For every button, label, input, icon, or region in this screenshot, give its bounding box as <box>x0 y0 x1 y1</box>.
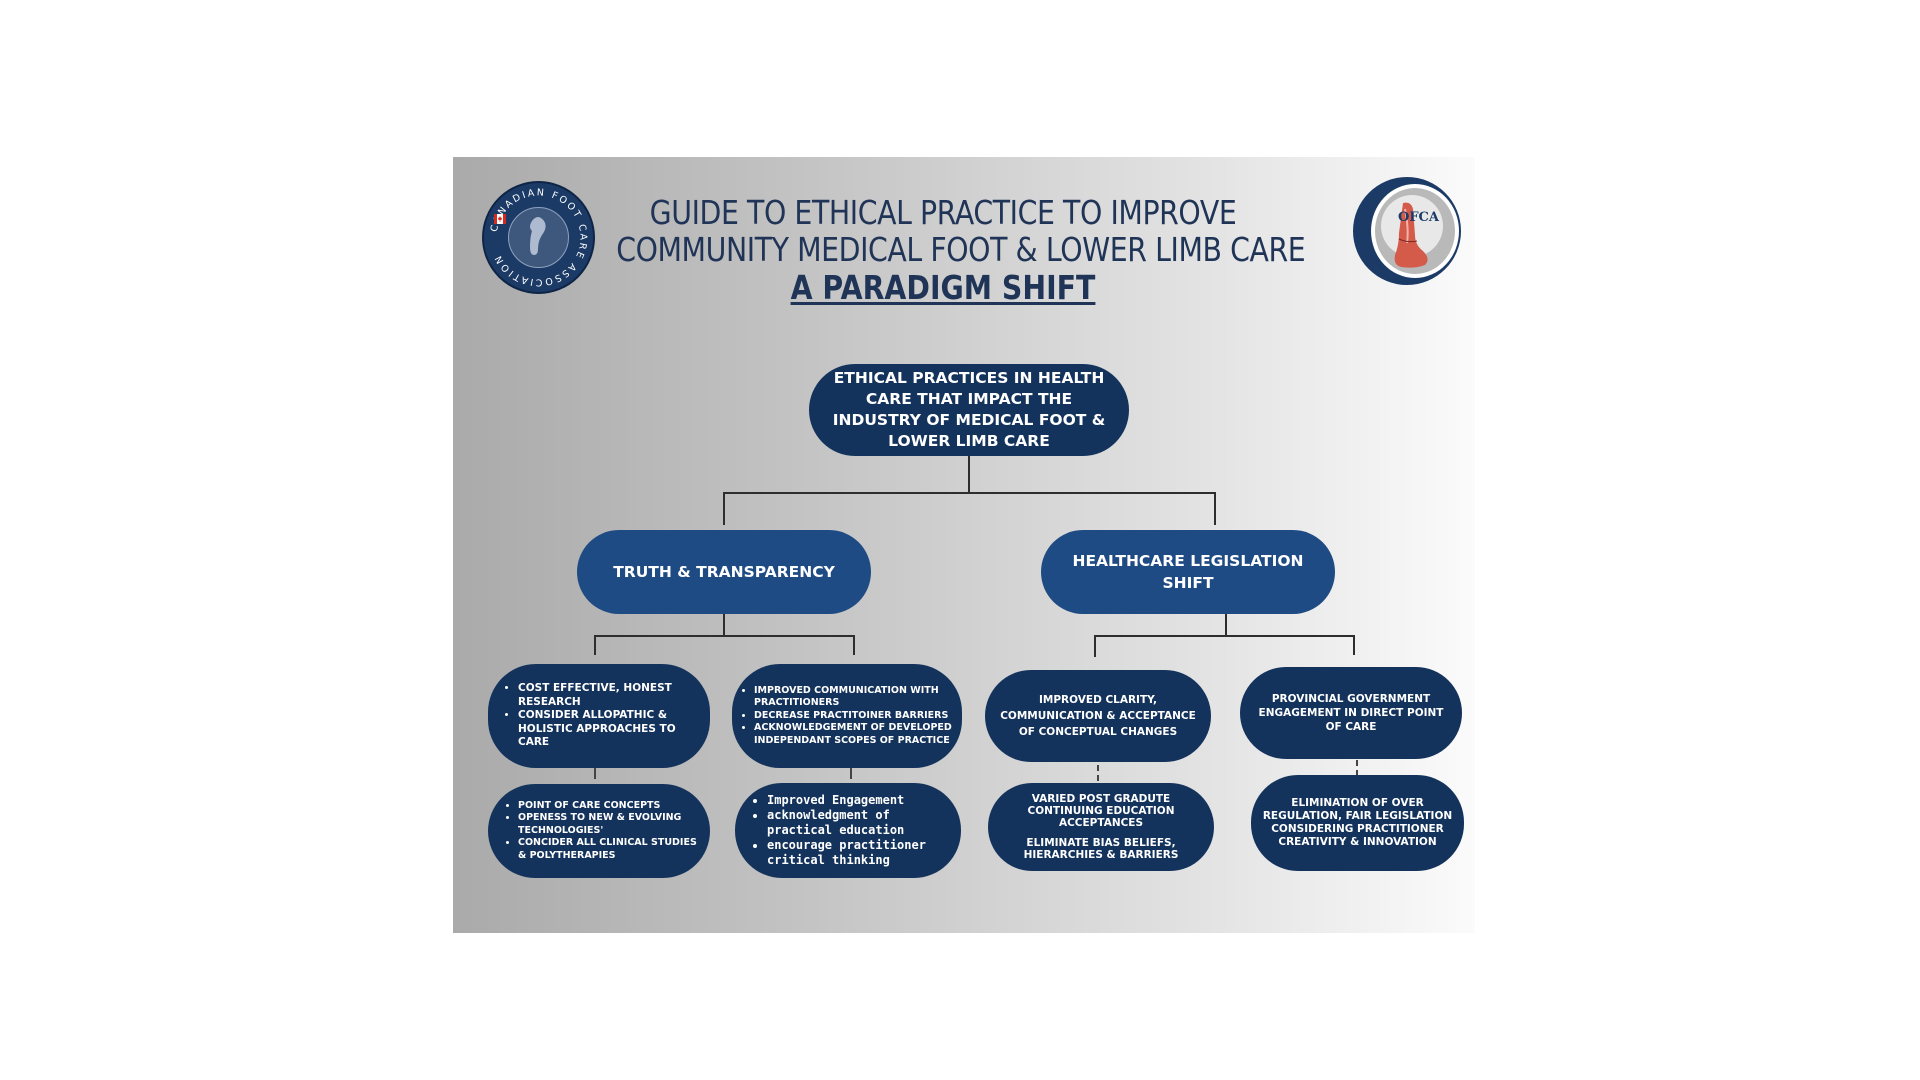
subtitle: A PARADIGM SHIFT <box>790 268 1096 307</box>
list-item: acknowledgment of practical education <box>767 808 949 838</box>
connector <box>723 609 725 636</box>
connector <box>1094 635 1355 637</box>
connector <box>594 635 855 637</box>
node-clarity-acceptance: IMPROVED CLARITY, COMMUNICATION & ACCEPT… <box>985 670 1211 762</box>
list-item: POINT OF CARE CONCEPTS <box>518 800 698 813</box>
branch-healthcare-legislation: HEALTHCARE LEGISLATION SHIFT <box>1041 530 1335 614</box>
list-item: CONCIDER ALL CLINICAL STUDIES & POLYTHER… <box>518 837 698 862</box>
node-point-of-care: POINT OF CARE CONCEPTS OPENESS TO NEW & … <box>488 784 710 878</box>
maple-leaf-icon <box>494 214 506 224</box>
dashed-connector <box>850 767 852 779</box>
title-line-2: COMMUNITY MEDICAL FOOT & LOWER LIMB CARE <box>616 230 1306 269</box>
paragraph: ELIMINATE BIAS BELIEFS, HIERARCHIES & BA… <box>1023 837 1179 861</box>
node-engagement-education: Improved Engagement acknowledgment of pr… <box>735 783 961 878</box>
list-item: ACKNOWLEDGEMENT OF DEVELOPED INDEPENDANT… <box>754 722 956 747</box>
node-research-approaches: COST EFFECTIVE, HONEST RESEARCH CONSIDER… <box>488 664 710 768</box>
dashed-connector <box>1097 765 1099 781</box>
poster: CANADIAN FOOT CARE ASSOCIATION OFCA GUID… <box>453 157 1475 933</box>
foot-illustration-icon <box>1394 202 1428 268</box>
paragraph: VARIED POST GRADUTE CONTINUING EDUCATION… <box>1027 793 1175 829</box>
connector <box>1094 635 1096 657</box>
connector <box>1353 635 1355 655</box>
node-communication-barriers: IMPROVED COMMUNICATION WITH PRACTITIONER… <box>732 664 962 768</box>
list-item: CONSIDER ALLOPATHIC & HOLISTIC APPROACHE… <box>518 709 698 750</box>
list-item: OPENESS TO NEW & EVOLVING TECHNOLOGIES' <box>518 812 698 837</box>
title-line-1: GUIDE TO ETHICAL PRACTICE TO IMPROVE <box>649 193 1237 232</box>
connector <box>594 635 596 655</box>
node-education-bias: VARIED POST GRADUTE CONTINUING EDUCATION… <box>988 783 1214 871</box>
connector <box>968 456 970 493</box>
connector <box>723 492 971 494</box>
ofca-logo: OFCA <box>1353 177 1461 285</box>
list-item: encourage practitioner critical thinking <box>767 838 949 868</box>
node-provincial-engagement: PROVINCIAL GOVERNMENT ENGAGEMENT IN DIRE… <box>1240 667 1462 759</box>
connector <box>853 635 855 655</box>
node-regulation-legislation: ELIMINATION OF OVER REGULATION, FAIR LEG… <box>1251 775 1464 871</box>
ofca-logo-text: OFCA <box>1398 210 1439 225</box>
dashed-connector <box>594 767 596 779</box>
connector <box>723 492 725 525</box>
dashed-connector <box>1356 760 1358 776</box>
connector <box>1214 492 1216 525</box>
connector <box>1225 609 1227 636</box>
list-item: Improved Engagement <box>767 793 949 808</box>
branch-truth-transparency: TRUTH & TRANSPARENCY <box>577 530 871 614</box>
canadian-foot-care-association-logo: CANADIAN FOOT CARE ASSOCIATION <box>482 181 595 294</box>
connector <box>969 492 1216 494</box>
list-item: COST EFFECTIVE, HONEST RESEARCH <box>518 682 698 709</box>
list-item: DECREASE PRACTITOINER BARRIERS <box>754 710 956 723</box>
list-item: IMPROVED COMMUNICATION WITH PRACTITIONER… <box>754 685 956 710</box>
root-node: ETHICAL PRACTICES IN HEALTH CARE THAT IM… <box>809 364 1129 456</box>
